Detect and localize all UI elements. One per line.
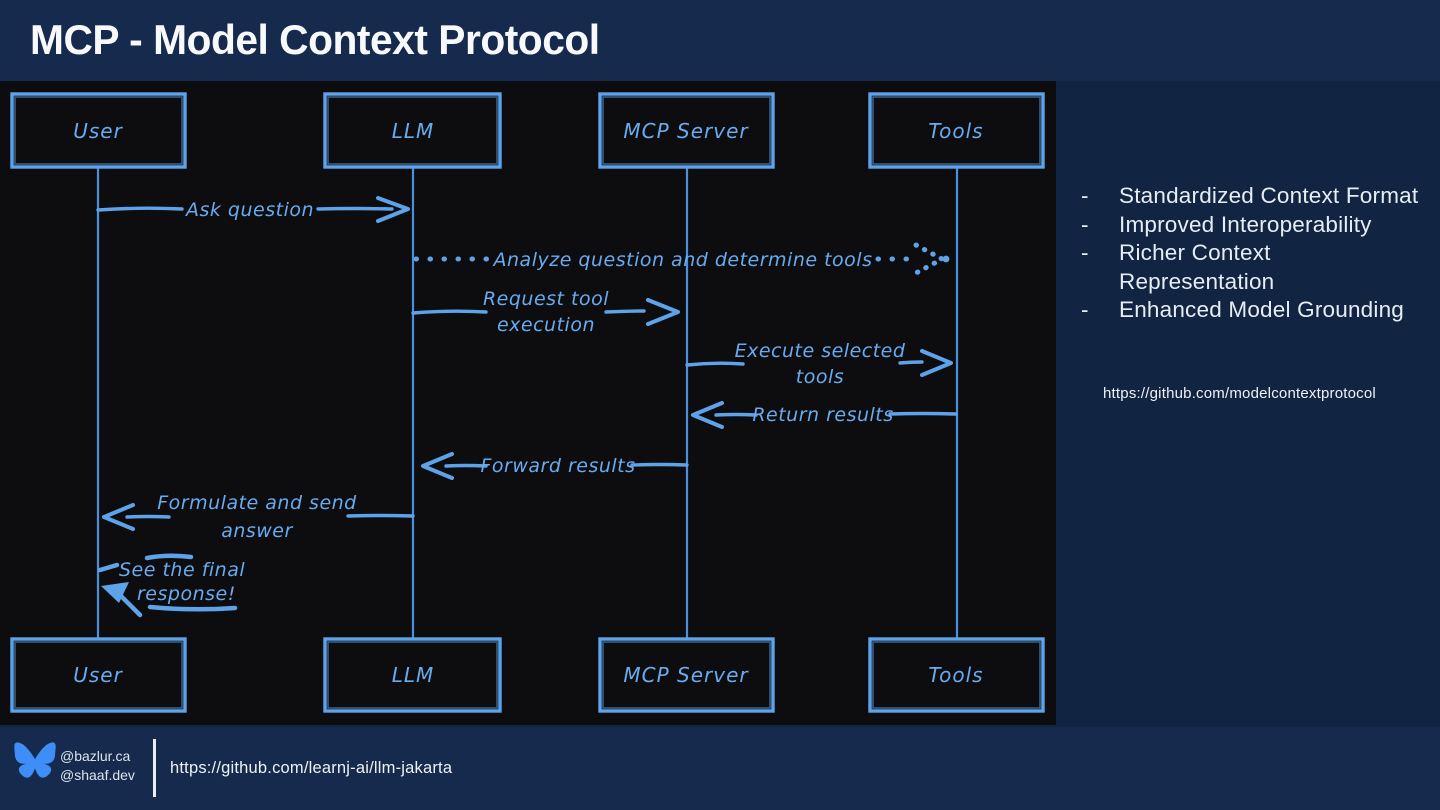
- message-label: Analyze question and determine tools: [492, 249, 873, 271]
- bullet-text: Richer Context Representation: [1119, 240, 1275, 294]
- actor-box-llm-top-inner: [327, 96, 498, 165]
- actor-box-llm-bottom-inner: [327, 641, 498, 709]
- actor-boxes-top: User LLM MCP Server Tools: [10, 92, 1045, 169]
- actor-box-mcp-server-bottom: [598, 637, 775, 713]
- actor-box-tools-top: [868, 92, 1045, 169]
- note-underline-mark: [147, 604, 238, 612]
- list-item: - Richer Context Representation: [1072, 239, 1436, 296]
- handle-shaaf: @shaaf.dev: [60, 767, 135, 783]
- actor-box-mcp-server-bottom-inner: [602, 641, 771, 709]
- actor-box-user-bottom-inner: [14, 641, 183, 709]
- arrowhead-right-icon: [920, 349, 953, 377]
- message-label-line2: tools: [796, 366, 844, 388]
- note-arrow-tail: [117, 592, 143, 618]
- footer-divider: [153, 739, 156, 797]
- message-execute-selected-tools: Execute selected tools: [685, 340, 953, 388]
- actor-box-user-top: [10, 92, 187, 169]
- actor-boxes-bottom: User LLM MCP Server Tools: [10, 637, 1045, 713]
- actor-box-llm-top: [323, 92, 502, 169]
- dotted-arrowhead-icon: [913, 242, 948, 276]
- arrowhead-right-icon: [376, 196, 410, 223]
- actor-label-user-bottom: User: [73, 663, 123, 687]
- message-label: Return results: [752, 404, 893, 426]
- actor-label-llm-bottom: LLM: [392, 663, 435, 687]
- page-title: MCP - Model Context Protocol: [30, 16, 600, 63]
- actor-box-mcp-server-top: [598, 92, 775, 169]
- bullet-text: Standardized Context Format: [1119, 183, 1419, 208]
- handle-bazlur: @bazlur.ca: [60, 748, 131, 764]
- actor-label-mcp-server-top: MCP Server: [623, 119, 749, 143]
- bullet-dash: -: [1081, 297, 1089, 322]
- message-label-line1: Execute selected: [735, 340, 906, 362]
- message-label-line2: execution: [497, 314, 595, 336]
- bullet-text: Improved Interoperability: [1119, 211, 1372, 237]
- note-overline-mark: [144, 553, 194, 561]
- bullet-dash: -: [1081, 240, 1089, 265]
- bullet-dash: -: [1081, 211, 1089, 237]
- list-item: - Enhanced Model Grounding: [1072, 296, 1436, 325]
- actor-label-user-top: User: [73, 119, 123, 143]
- actor-box-tools-bottom-inner: [872, 641, 1041, 709]
- bullet-text: Enhanced Model Grounding: [1119, 297, 1404, 322]
- note-label-line2: response!: [137, 583, 236, 605]
- message-label-line1: Request tool: [483, 288, 609, 310]
- actor-label-mcp-server-bottom: MCP Server: [623, 663, 749, 687]
- arrowhead-left-icon: [691, 401, 724, 429]
- actor-box-user-top-inner: [14, 96, 183, 165]
- actor-box-tools-bottom: [868, 637, 1045, 713]
- workshop-repo-link[interactable]: https://github.com/learnj-ai/llm-jakarta: [170, 759, 453, 777]
- message-label-line1: Formulate and send: [157, 492, 357, 514]
- actor-box-llm-bottom: [323, 637, 502, 713]
- actor-box-mcp-server-top-inner: [602, 96, 771, 165]
- sequence-diagram-canvas: User LLM MCP Server Tools User LLM: [0, 81, 1056, 725]
- note-final-response: See the final response!: [97, 553, 245, 618]
- sequence-diagram: User LLM MCP Server Tools User LLM: [10, 92, 1045, 713]
- actor-label-tools-bottom: Tools: [928, 663, 983, 687]
- actor-box-tools-top-inner: [872, 96, 1041, 165]
- arrowhead-left-icon: [421, 452, 454, 480]
- message-request-tool-execution: Request tool execution: [411, 288, 680, 336]
- note-arrowhead-icon: [101, 582, 129, 603]
- message-ask-question: Ask question: [96, 196, 410, 223]
- slide-footer: @bazlur.ca @shaaf.dev https://github.com…: [0, 727, 1440, 810]
- bullet-dash: -: [1081, 183, 1089, 208]
- lifelines: [96, 167, 959, 639]
- message-analyze-question: Analyze question and determine tools: [413, 242, 950, 276]
- actor-label-llm-top: LLM: [392, 119, 435, 143]
- social-handles: @bazlur.ca @shaaf.dev: [60, 747, 135, 785]
- message-label-line2: answer: [221, 520, 293, 542]
- message-label: Forward results: [480, 455, 635, 477]
- note-dash-mark: [97, 562, 120, 573]
- slide-header: MCP - Model Context Protocol: [0, 0, 1440, 81]
- message-formulate-send-answer: Formulate and send answer: [102, 492, 415, 542]
- message-label: Ask question: [184, 199, 314, 221]
- note-label-line1: See the final: [119, 559, 245, 581]
- arrowhead-left-icon: [102, 503, 135, 531]
- arrowhead-right-icon: [646, 298, 680, 326]
- mcp-repo-link[interactable]: https://github.com/modelcontextprotocol: [1103, 385, 1376, 402]
- message-return-results: Return results: [691, 401, 958, 429]
- actor-label-tools-top: Tools: [928, 119, 983, 143]
- key-points-list: - Standardized Context Format - Improved…: [1072, 182, 1436, 325]
- message-forward-results: Forward results: [421, 452, 689, 480]
- bluesky-butterfly-icon: [14, 742, 56, 778]
- list-item: - Improved Interoperability: [1072, 211, 1436, 240]
- list-item: - Standardized Context Format: [1072, 182, 1436, 211]
- actor-box-user-bottom: [10, 637, 187, 713]
